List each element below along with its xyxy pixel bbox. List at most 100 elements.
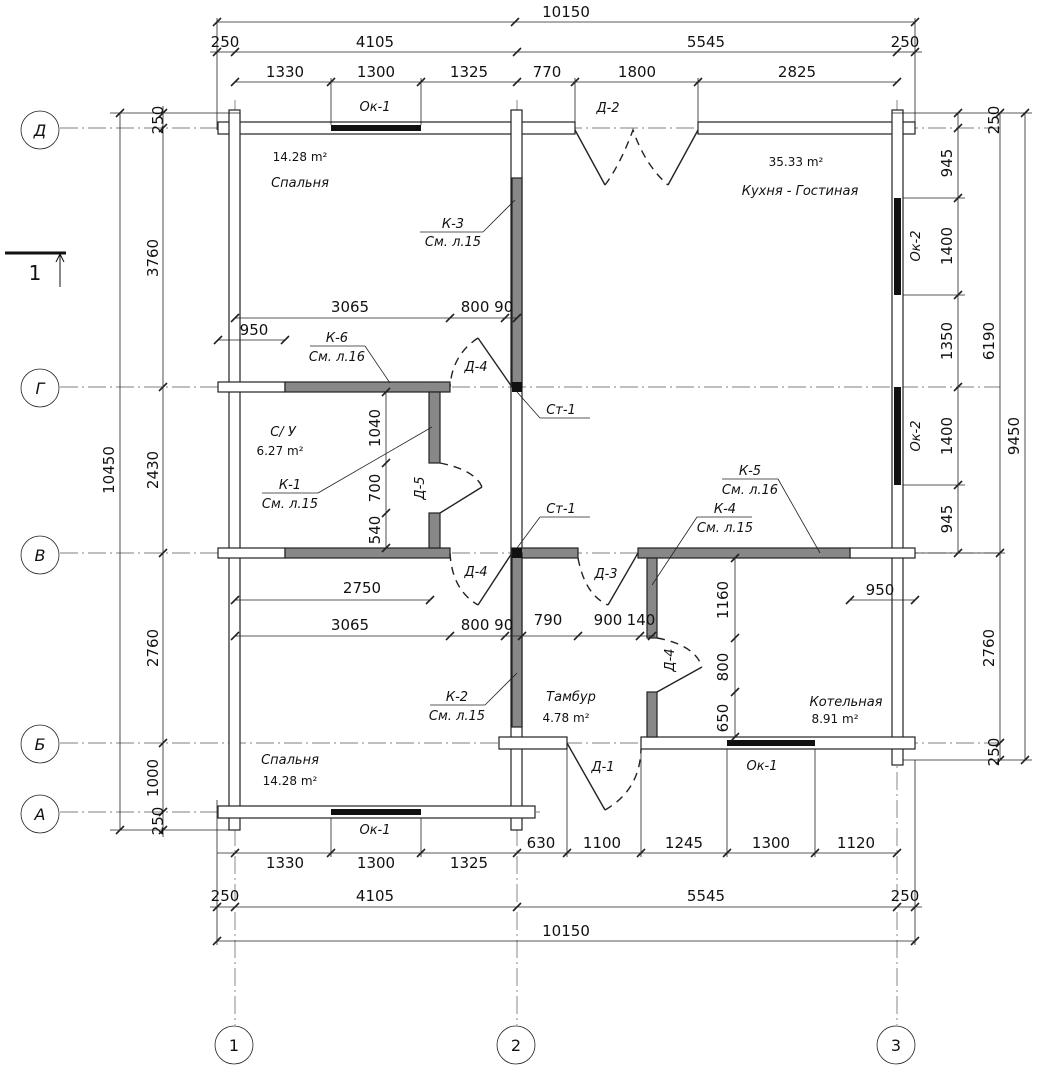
svg-text:14.28 m²: 14.28 m² [273, 150, 328, 164]
window-label: Ок-2 [909, 230, 924, 261]
dim-interior: 2750 [343, 579, 381, 597]
room-kitchen-living: 35.33 m² Кухня - Гостиная [742, 155, 859, 199]
dim-bottom-detail: 1245 [665, 834, 703, 852]
dim-interior: 900 [594, 611, 623, 629]
callout-k2: К-2 См. л.15 [429, 672, 518, 724]
axis-bubble-Д: Д [20, 110, 60, 150]
dim-bottom-detail: 1100 [583, 834, 621, 852]
grid-axes [60, 100, 1000, 1025]
door-label: Д-1 [590, 760, 614, 775]
axis-bubble-А: А [20, 794, 60, 834]
window-label: Ок-1 [359, 823, 390, 838]
dim-top-detail: 1330 [266, 63, 304, 81]
door-label: Д-4 [663, 648, 678, 672]
dim-interior: 800 90 [461, 298, 514, 316]
svg-text:2: 2 [511, 1036, 521, 1055]
axis-bubble-Б: Б [20, 724, 60, 764]
svg-text:Ст-1: Ст-1 [546, 502, 576, 517]
dim-right-part: 1400 [938, 227, 956, 265]
svg-text:См. л.16: См. л.16 [309, 350, 365, 365]
dim-top-total: 10150 [542, 3, 590, 21]
dim-left-part: 2760 [144, 629, 162, 667]
dim-top-part: 250 [211, 33, 240, 51]
dim-top-part: 4105 [356, 33, 394, 51]
svg-text:6.27 m²: 6.27 m² [256, 444, 303, 458]
dim-left-part: 2430 [144, 451, 162, 489]
dim-top-detail: 1800 [618, 63, 656, 81]
svg-text:1: 1 [229, 1036, 239, 1055]
dim-right-6190: 6190 [980, 322, 998, 360]
svg-text:Ст-1: Ст-1 [546, 403, 576, 418]
doors [439, 127, 703, 811]
door-label: Д-4 [463, 565, 487, 580]
callout-post-upper: Ст-1 [516, 391, 590, 419]
callout-k6: К-6 См. л.16 [309, 331, 391, 384]
dim-right-part: 250 [985, 106, 1003, 135]
dim-left-part: 250 [149, 807, 167, 836]
svg-text:Спальня: Спальня [271, 176, 329, 191]
dim-bottom-detail: 1330 [266, 854, 304, 872]
svg-text:Г: Г [36, 379, 46, 398]
dim-interior: 3065 [331, 298, 369, 316]
svg-text:К-2: К-2 [446, 690, 468, 705]
svg-text:В: В [35, 546, 46, 565]
axis-bubble-В: В [20, 535, 60, 575]
dim-bottom-part: 4105 [356, 887, 394, 905]
dim-left-total: 10450 [100, 446, 118, 494]
svg-text:См. л.16: См. л.16 [722, 483, 778, 498]
dim-interior: 1160 [714, 581, 732, 619]
dim-left-part: 250 [149, 106, 167, 135]
dim-bottom-part: 250 [211, 887, 240, 905]
dim-right-2760: 2760 [980, 629, 998, 667]
dim-interior: 950 [240, 321, 269, 339]
room-vestibule: Тамбур 4.78 m² [542, 690, 595, 725]
door-label: Д-5 [413, 476, 428, 500]
door-label: Д-4 [463, 360, 487, 375]
callout-k1: К-1 См. л.15 [262, 426, 433, 512]
svg-text:35.33 m²: 35.33 m² [769, 155, 824, 169]
dim-interior: 800 [714, 653, 732, 682]
dim-interior: 700 [366, 474, 384, 503]
svg-text:Д: Д [33, 121, 47, 140]
svg-text:К-5: К-5 [739, 464, 761, 479]
dim-bottom-detail: 630 [527, 834, 556, 852]
dim-interior: 800 90 [461, 616, 514, 634]
svg-text:Спальня: Спальня [261, 753, 319, 768]
dim-top-detail: 1300 [357, 63, 395, 81]
dim-right-250-bottom: 250 [985, 738, 1003, 767]
dim-left-part: 1000 [144, 759, 162, 797]
dim-left-part: 3760 [144, 239, 162, 277]
axis-bubble-Г: Г [20, 368, 60, 408]
dim-bottom-detail: 1300 [357, 854, 395, 872]
dim-interior: 540 [366, 516, 384, 545]
svg-text:1: 1 [29, 261, 42, 285]
dim-top-detail: 2825 [778, 63, 816, 81]
dim-interior: 790 [534, 611, 563, 629]
dim-bottom-part: 250 [891, 887, 920, 905]
dimension-ticks [115, 17, 1030, 946]
dim-bottom-total: 10150 [542, 922, 590, 940]
dim-bottom-detail: 1120 [837, 834, 875, 852]
room-bathroom: С/ У 6.27 m² [256, 425, 303, 458]
section-marker: 1 [5, 251, 66, 287]
dim-interior: 950 [866, 581, 895, 599]
svg-text:А: А [34, 805, 46, 824]
svg-text:К-1: К-1 [279, 478, 301, 493]
window-label: Ок-1 [359, 100, 390, 115]
room-bedroom-bottom: Спальня 14.28 m² [261, 753, 319, 788]
svg-text:3: 3 [891, 1036, 901, 1055]
callout-k5: К-5 См. л.16 [722, 464, 821, 554]
svg-text:4.78 m²: 4.78 m² [542, 711, 589, 725]
axis-bubble-3: 3 [876, 1025, 916, 1065]
svg-text:К-3: К-3 [442, 217, 464, 232]
axis-bubble-1: 1 [214, 1025, 254, 1065]
dim-top-part: 250 [891, 33, 920, 51]
svg-text:К-4: К-4 [714, 502, 736, 517]
dim-right-part: 1350 [938, 322, 956, 360]
svg-text:Б: Б [35, 735, 46, 754]
dim-interior: 140 [627, 611, 656, 629]
svg-text:14.28 m²: 14.28 m² [263, 774, 318, 788]
dimension-lines [110, 18, 1032, 945]
dim-right-9450: 9450 [1005, 417, 1023, 455]
